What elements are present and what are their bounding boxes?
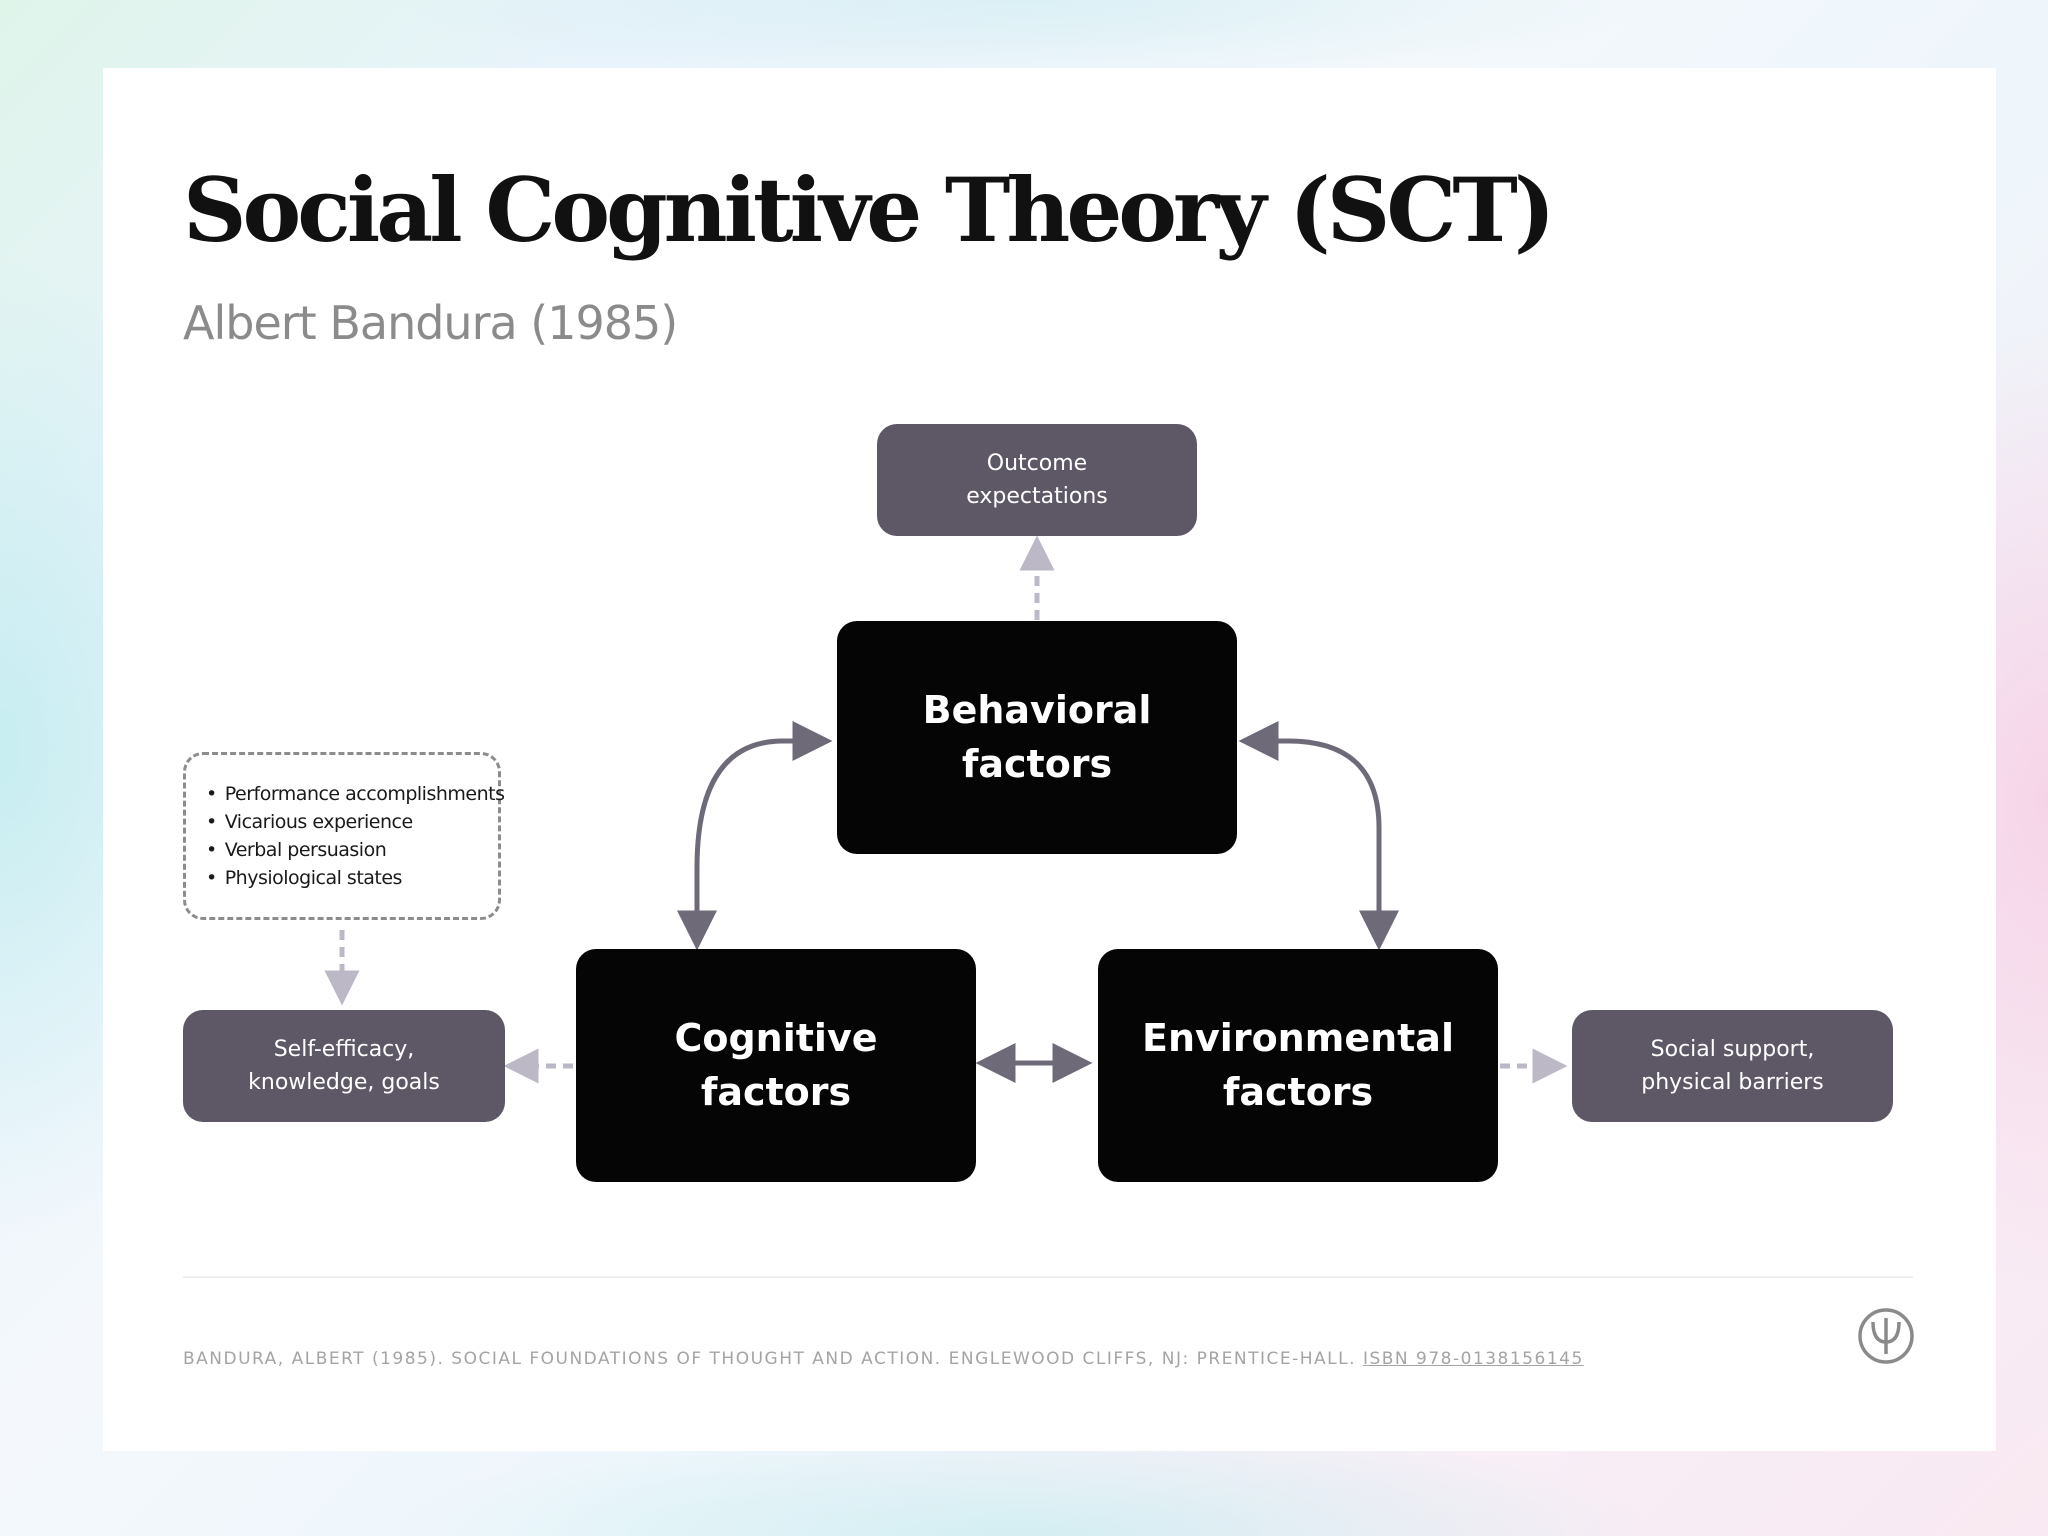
- node-outcome-expectations-label: Outcome expectations: [966, 451, 1108, 509]
- node-environmental-factors: Environmental factors: [1098, 949, 1498, 1182]
- slide-card: Social Cognitive Theory (SCT) Albert Ban…: [103, 68, 1996, 1451]
- node-social-support-label: Social support, physical barriers: [1641, 1037, 1824, 1095]
- self-efficacy-sources-box: Performance accomplishments Vicarious ex…: [183, 752, 505, 920]
- node-self-efficacy: Self-efficacy, knowledge, goals: [183, 1010, 505, 1122]
- list-item: Physiological states: [206, 864, 504, 892]
- page-subtitle: Albert Bandura (1985): [183, 296, 678, 350]
- list-item: Vicarious experience: [206, 808, 504, 836]
- diagram-connectors: [324, 535, 1568, 1084]
- footer-citation: BANDURA, ALBERT (1985). SOCIAL FOUNDATIO…: [183, 1351, 1584, 1368]
- list-item: Performance accomplishments: [206, 780, 505, 808]
- node-behavioral-factors-label: Behavioral factors: [922, 688, 1152, 786]
- psi-logo-icon: [1858, 1308, 1914, 1364]
- self-efficacy-sources-list: Performance accomplishments Vicarious ex…: [206, 780, 505, 892]
- node-outcome-expectations: Outcome expectations: [877, 424, 1197, 536]
- edge-cognitive-behavioral: [677, 721, 833, 951]
- footer-divider: [183, 1276, 1913, 1278]
- list-item: Verbal persuasion: [206, 836, 504, 864]
- citation-text: BANDURA, ALBERT (1985). SOCIAL FOUNDATIO…: [183, 1349, 1363, 1369]
- node-behavioral-factors: Behavioral factors: [837, 621, 1237, 854]
- node-environmental-factors-label: Environmental factors: [1142, 1016, 1454, 1114]
- edge-behavioral-environmental: [1238, 721, 1399, 951]
- page-title: Social Cognitive Theory (SCT): [183, 158, 1555, 262]
- node-social-support: Social support, physical barriers: [1572, 1010, 1893, 1122]
- node-self-efficacy-label: Self-efficacy, knowledge, goals: [248, 1037, 440, 1095]
- node-cognitive-factors-label: Cognitive factors: [674, 1016, 878, 1114]
- isbn-link[interactable]: ISBN 978-0138156145: [1362, 1349, 1584, 1369]
- node-cognitive-factors: Cognitive factors: [576, 949, 976, 1182]
